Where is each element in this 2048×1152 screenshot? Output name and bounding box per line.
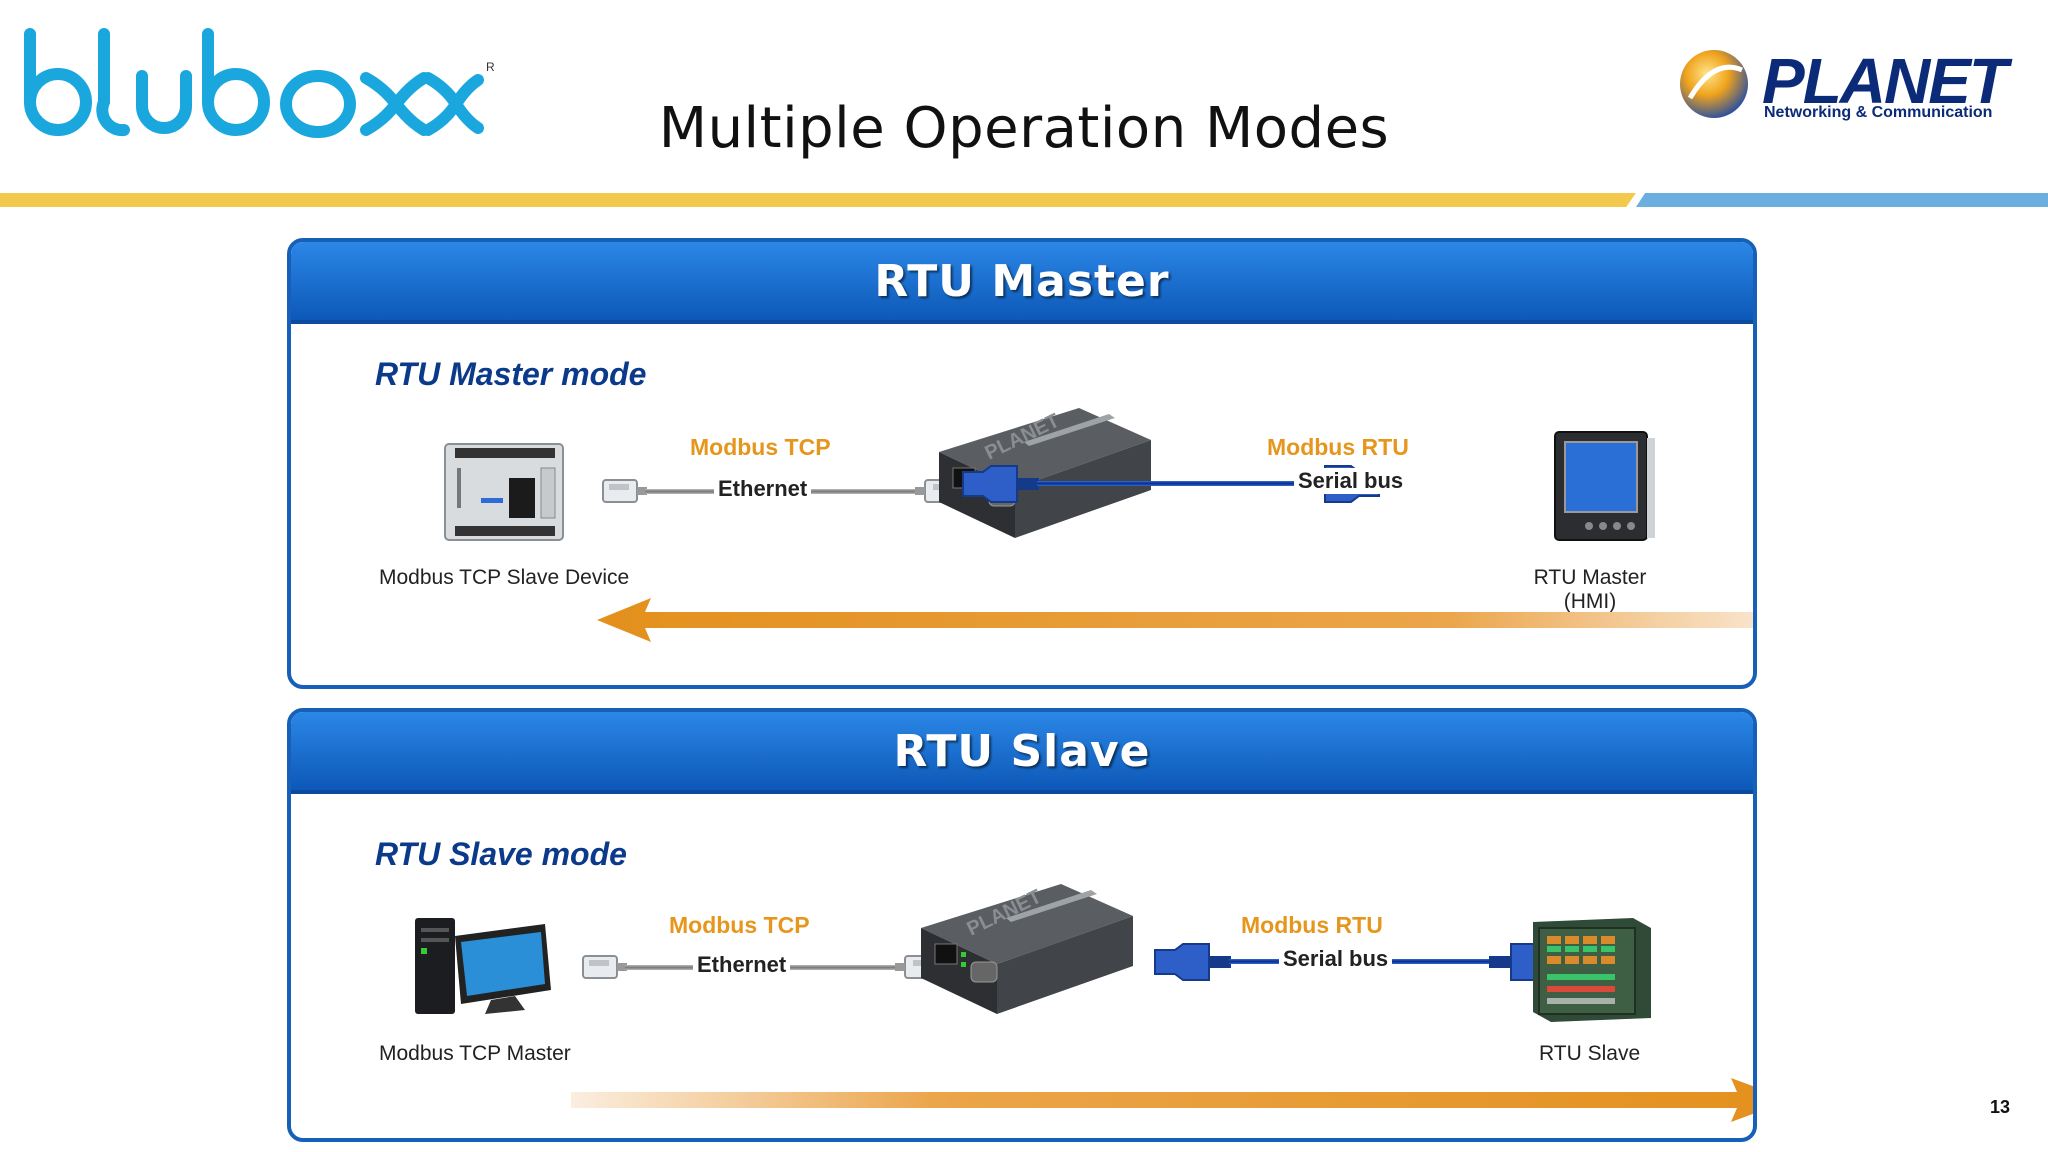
page-number: 13 <box>1990 1097 2011 1117</box>
data-flow-arrow-left <box>597 598 1753 642</box>
link-label-ethernet: Ethernet <box>714 476 812 502</box>
header-stripe-gold <box>0 193 1636 207</box>
planet-globe-icon <box>1680 50 1748 118</box>
protocol-label-modbus-rtu: Modbus RTU <box>1241 912 1383 938</box>
db9-connector-icon <box>962 465 1039 503</box>
data-flow-arrow-right <box>571 1078 1753 1122</box>
page-title: Multiple Operation Modes <box>658 96 1390 161</box>
panel-rtu-slave: RTU Slave RTU Slave mode Modbus TCP Ethe… <box>287 708 1757 1142</box>
plc-icon <box>441 438 571 551</box>
rj45-connector-icon <box>602 479 647 503</box>
protocol-label-modbus-tcp: Modbus TCP <box>669 912 810 938</box>
mode-title: RTU Slave mode <box>375 836 627 872</box>
device-label-modbus-tcp-slave: Modbus TCP Slave Device <box>379 566 630 589</box>
panel-header: RTU Slave <box>291 712 1753 794</box>
device-label-rtu-master: RTU Master (HMI) <box>1533 566 1647 613</box>
planet-tagline: Networking & Communication <box>1764 104 1993 121</box>
panel-header: RTU Master <box>291 242 1753 324</box>
rj45-connector-icon <box>582 955 627 979</box>
device-label-modbus-tcp-master: Modbus TCP Master <box>379 1042 571 1065</box>
panel-title: RTU Slave <box>893 725 1151 777</box>
link-label-serial-bus: Serial bus <box>1279 946 1393 972</box>
blubox-logo: R <box>18 26 498 156</box>
protocol-label-modbus-tcp: Modbus TCP <box>690 434 831 460</box>
link-label-ethernet: Ethernet <box>693 952 791 978</box>
serial-cable <box>1037 481 1305 486</box>
link-label-serial-bus: Serial bus <box>1294 468 1408 494</box>
protocol-label-modbus-rtu: Modbus RTU <box>1267 434 1409 460</box>
header-stripe-blue <box>1636 193 2048 207</box>
device-label-rtu-slave: RTU Slave <box>1539 1042 1641 1065</box>
registered-mark: R <box>486 60 495 74</box>
hmi-icon <box>1549 428 1659 551</box>
planet-wordmark: PLANET <box>1762 45 2008 117</box>
rtu-panel-icon <box>1529 914 1655 1031</box>
mode-title: RTU Master mode <box>375 356 647 392</box>
panel-rtu-master: RTU Master RTU Master mode Modbus TCP Et… <box>287 238 1757 689</box>
planet-logo: PLANET Networking & Communication <box>1676 44 2008 134</box>
computer-icon <box>411 908 561 1023</box>
gateway-icon: PLANET <box>911 874 1141 1029</box>
panel-title: RTU Master <box>874 255 1170 307</box>
db9-connector-icon <box>1154 943 1231 981</box>
